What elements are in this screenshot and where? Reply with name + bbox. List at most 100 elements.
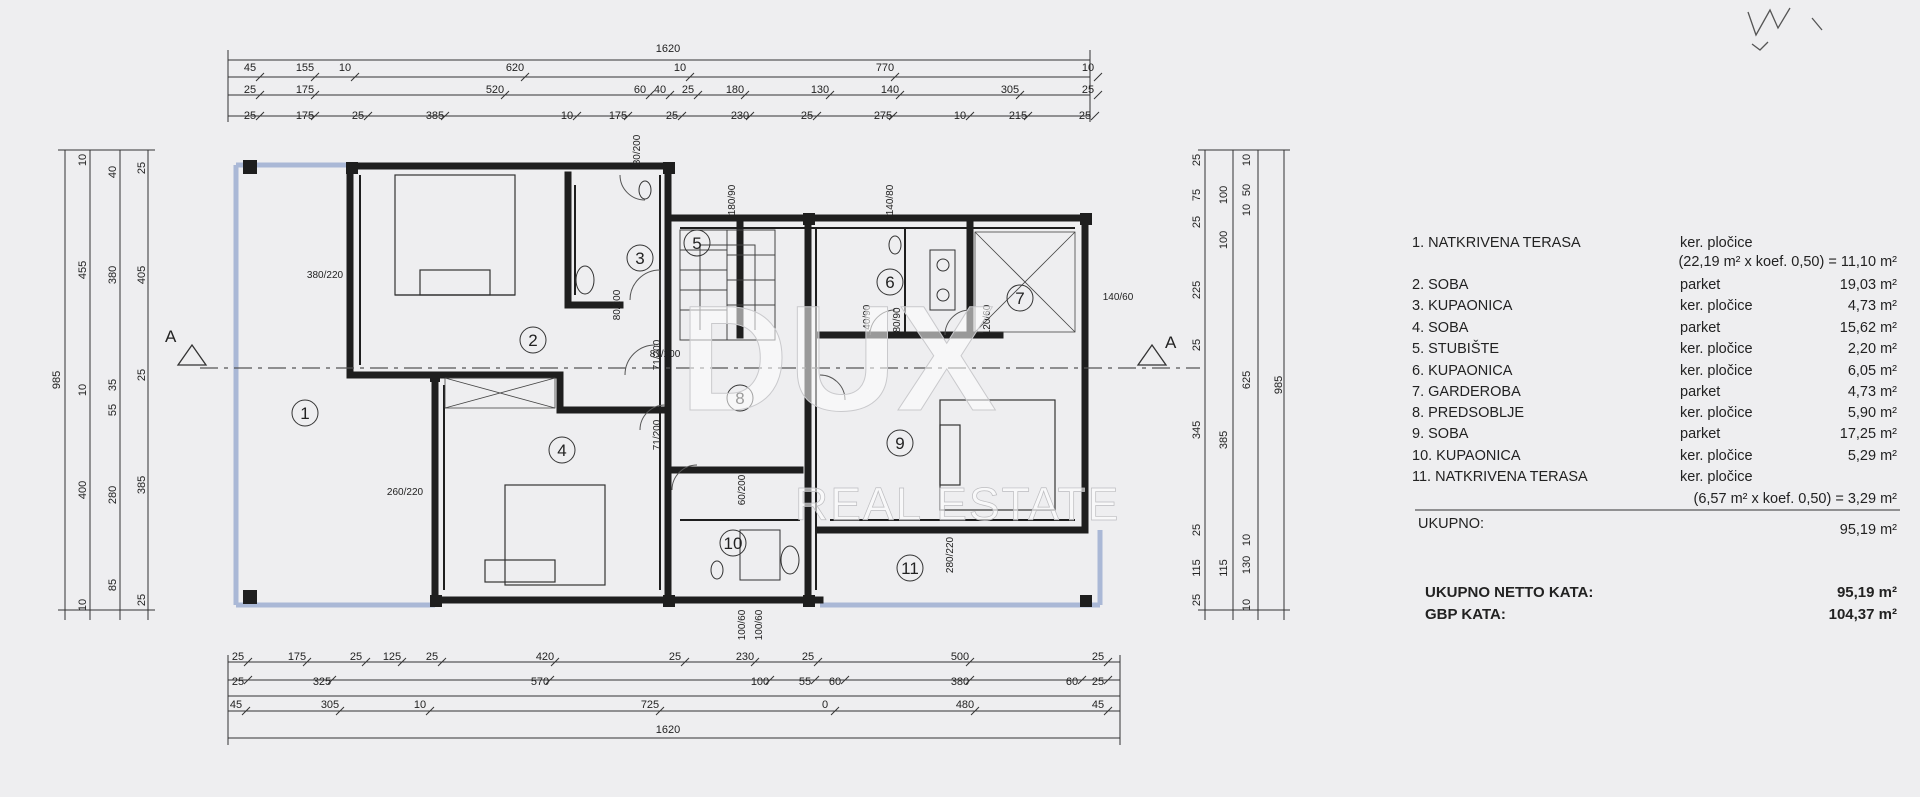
- door-size-label: 180/90: [727, 184, 738, 215]
- watermark-subtitle: REAL ESTATE: [795, 478, 1120, 530]
- dim-label: 10: [77, 154, 89, 166]
- dim-label: 275: [874, 110, 892, 122]
- terrace-outline: [233, 162, 1103, 608]
- room-marker-circle: [1006, 284, 1034, 312]
- dim-label: 75: [1191, 189, 1203, 201]
- dim-tick: [255, 72, 265, 82]
- dim-label: 385: [136, 476, 148, 494]
- legend-area: 15,62 m²: [1840, 320, 1897, 336]
- dim-label: 140: [881, 84, 899, 96]
- dim-label: 25: [1191, 216, 1203, 228]
- dim-label: 100: [1218, 231, 1230, 249]
- dim-label: 175: [609, 110, 627, 122]
- dim-label: 25: [244, 110, 256, 122]
- dim-label: 480: [956, 699, 974, 711]
- dim-label: 60: [634, 84, 646, 96]
- dim-tick: [685, 72, 695, 82]
- legend-gbp-label: GBP KATA:: [1425, 606, 1506, 623]
- door-size-label: 80/200: [632, 134, 643, 165]
- door-swings: [619, 174, 971, 491]
- dim-tick: [812, 111, 822, 121]
- dim-label: 215: [1009, 110, 1027, 122]
- dim-label: 25: [350, 651, 362, 663]
- dim-label: 25: [1092, 651, 1104, 663]
- dim-label: 85: [107, 579, 119, 591]
- room-marker-circle: [719, 529, 747, 557]
- dim-label: 305: [1001, 84, 1019, 96]
- dim-label: 25: [136, 162, 148, 174]
- dim-label: 25: [666, 110, 678, 122]
- dim-label: 325: [313, 676, 331, 688]
- thin-walls: [359, 175, 1075, 590]
- dim-tick: [890, 72, 900, 82]
- columns: [243, 160, 1092, 607]
- legend-finish: parket: [1680, 277, 1720, 293]
- dim-label: 25: [232, 651, 244, 663]
- legend-netto-label: UKUPNO NETTO KATA:: [1425, 584, 1593, 601]
- dim-label: 175: [288, 651, 306, 663]
- dim-label: 25: [801, 110, 813, 122]
- room-number: 2: [528, 331, 537, 350]
- watermark-logo: DUX: [680, 274, 997, 442]
- room-marker-circle: [291, 399, 319, 427]
- dim-tick: [243, 675, 253, 685]
- dim-label: 10: [414, 699, 426, 711]
- legend-finish: ker. pločice: [1680, 405, 1753, 421]
- door-size-label: 100/60: [737, 609, 748, 640]
- room-marker-circle: [626, 244, 654, 272]
- dim-label: 385: [1218, 431, 1230, 449]
- dim-label: 40: [107, 166, 119, 178]
- dim-label: 25: [136, 369, 148, 381]
- legend-finish: ker. pločice: [1680, 235, 1753, 251]
- dim-label: 25: [1191, 594, 1203, 606]
- room-number: 9: [895, 434, 904, 453]
- walls: [346, 162, 1089, 604]
- section-line: [176, 343, 1200, 369]
- dim-label: 130: [1241, 556, 1253, 574]
- legend-netto-value: 95,19 m²: [1837, 584, 1897, 601]
- legend-area: 6,05 m²: [1848, 363, 1897, 379]
- dim-tick: [310, 90, 320, 100]
- legend-finish: parket: [1680, 384, 1720, 400]
- dim-label: 770: [876, 62, 894, 74]
- dim-tick: [335, 706, 345, 716]
- legend-finish: ker. pločice: [1680, 469, 1753, 485]
- room-marker-circle: [726, 384, 754, 412]
- dim-label: 25: [244, 84, 256, 96]
- dim-tick: [1093, 72, 1103, 82]
- room-number: 6: [885, 273, 894, 292]
- dim-tick: [361, 657, 371, 667]
- room-marker-circle: [886, 429, 914, 457]
- room-marker-circle: [876, 268, 904, 296]
- dim-label: 25: [682, 84, 694, 96]
- door-size-label: 280/220: [945, 536, 956, 573]
- legend-finish: (22,19 m² x koef. 0,50) = 11,10 m²: [1678, 254, 1897, 270]
- dim-tick: [665, 90, 675, 100]
- legend-gbp-value: 104,37 m²: [1829, 606, 1897, 623]
- dim-tick: [965, 657, 975, 667]
- dim-label: 25: [669, 651, 681, 663]
- dim-tick: [572, 111, 582, 121]
- dim-label: 0: [822, 699, 828, 711]
- door-size-label: 71/200: [652, 419, 663, 450]
- dim-label: 380: [951, 676, 969, 688]
- dim-tick: [813, 657, 823, 667]
- room-marker-circle: [896, 554, 924, 582]
- dim-tick: [255, 111, 265, 121]
- dim-label: 25: [1092, 676, 1104, 688]
- dim-tick: [310, 72, 320, 82]
- dim-tick: [1015, 90, 1025, 100]
- dim-tick: [243, 657, 253, 667]
- dim-tick: [1103, 706, 1113, 716]
- legend-room-name: 3. KUPAONICA: [1412, 298, 1513, 314]
- dim-tick: [1023, 111, 1033, 121]
- dim-tick: [425, 706, 435, 716]
